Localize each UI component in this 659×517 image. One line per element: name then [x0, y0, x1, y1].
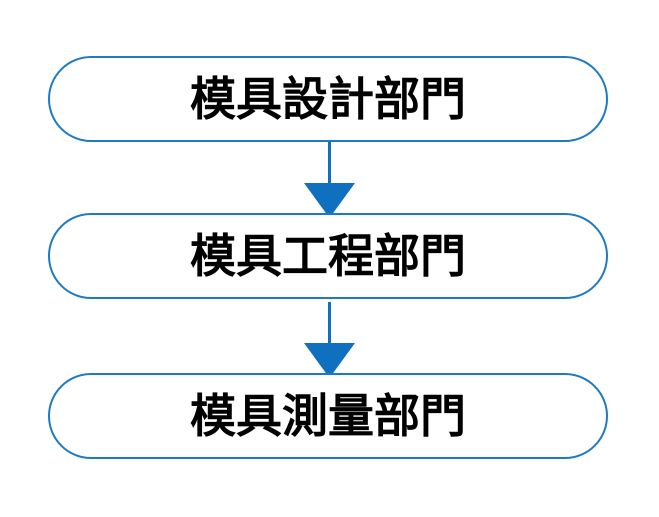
- flowchart-node-label: 模具工程部門: [190, 229, 466, 283]
- flowchart-node-mold-design[interactable]: 模具設計部門: [48, 56, 608, 142]
- flowchart-node-label: 模具測量部門: [190, 389, 466, 443]
- flowchart-node-label: 模具設計部門: [190, 72, 466, 126]
- arrow-node0-to-node1: [304, 142, 355, 218]
- flowchart-node-mold-engineering[interactable]: 模具工程部門: [48, 213, 608, 299]
- flowchart-node-mold-measurement[interactable]: 模具測量部門: [48, 373, 608, 459]
- arrow-node1-to-node2: [304, 302, 355, 378]
